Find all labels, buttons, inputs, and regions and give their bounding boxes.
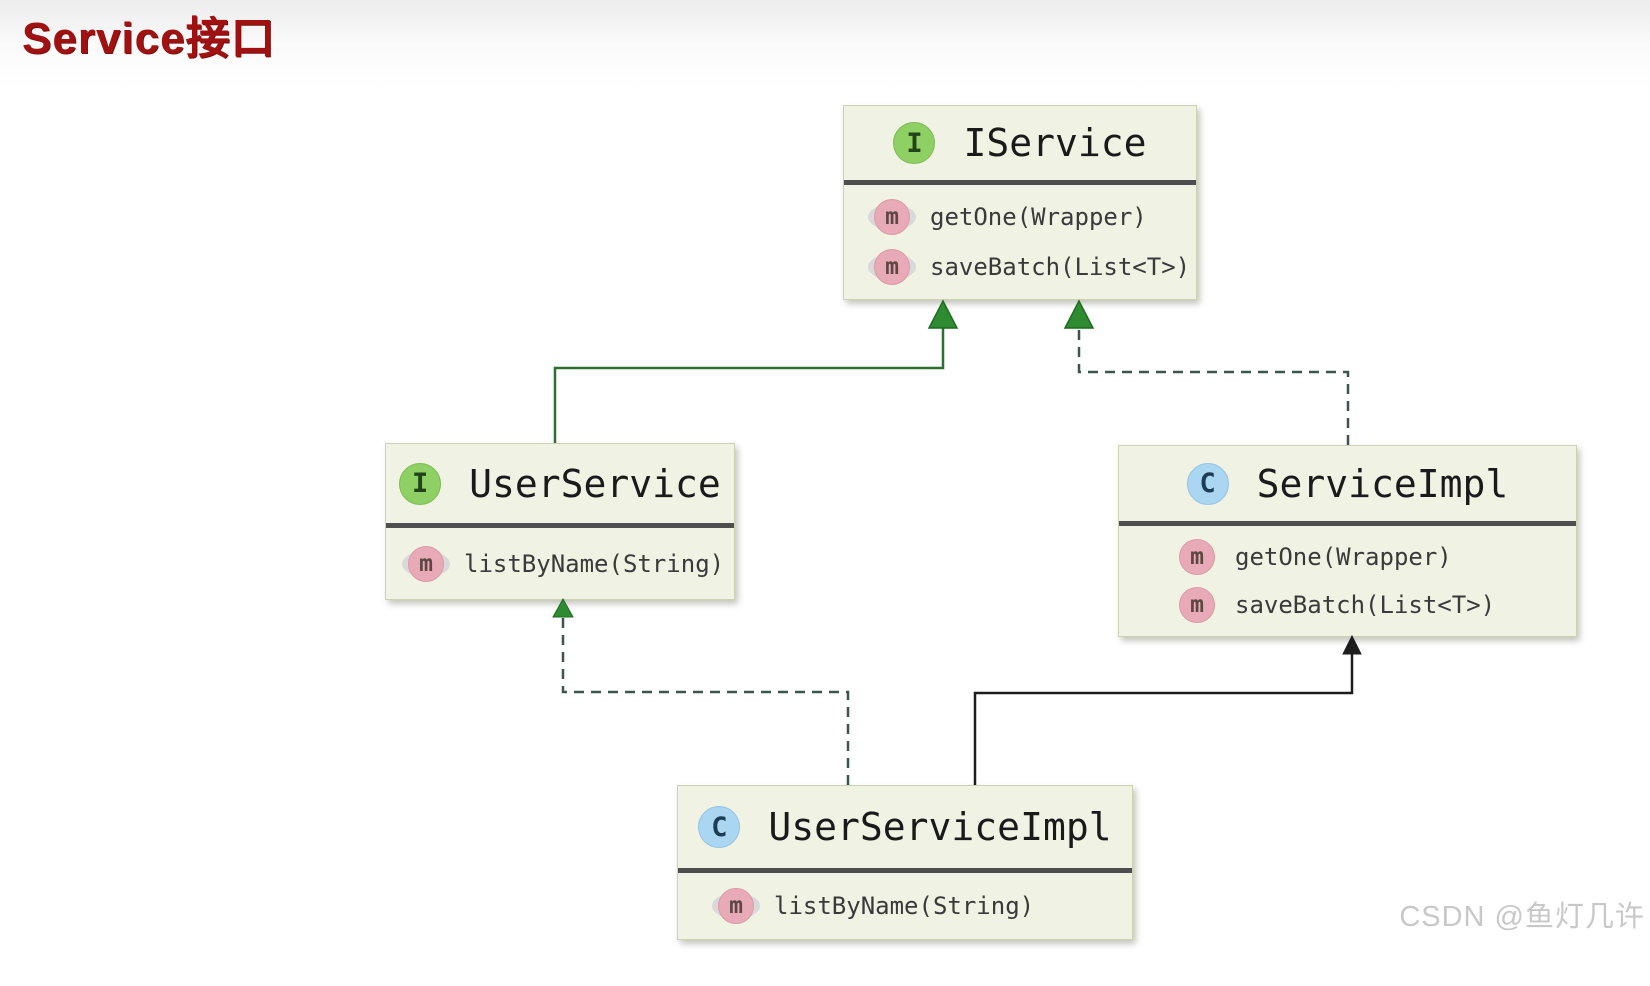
class-name-label: ServiceImpl bbox=[1256, 461, 1509, 506]
header-separator bbox=[1119, 521, 1576, 526]
node-header: I UserService bbox=[386, 444, 734, 523]
method-row: m getOne(Wrapper) bbox=[868, 199, 1196, 235]
class-icon: C bbox=[1186, 462, 1229, 505]
method-row: m listByName(String) bbox=[712, 888, 1132, 924]
method-row: m listByName(String) bbox=[402, 545, 734, 582]
method-visibility-decoration: m bbox=[868, 199, 916, 235]
method-visibility-decoration: m bbox=[712, 888, 760, 924]
method-signature: saveBatch(List<T>) bbox=[1235, 591, 1496, 620]
edge-userserviceimpl-implements-userservice bbox=[552, 597, 850, 785]
extends-arrowhead-icon bbox=[1342, 634, 1362, 655]
watermark: CSDN @鱼灯几许 bbox=[1399, 901, 1645, 933]
node-header: C ServiceImpl bbox=[1119, 446, 1576, 521]
header-separator bbox=[678, 868, 1132, 873]
method-signature: listByName(String) bbox=[774, 892, 1035, 920]
method-icon: m bbox=[1179, 538, 1215, 575]
method-row: m getOne(Wrapper) bbox=[1179, 538, 1576, 575]
method-icon: m bbox=[1179, 587, 1215, 624]
method-visibility-decoration: m bbox=[402, 545, 450, 582]
method-signature: getOne(Wrapper) bbox=[930, 203, 1147, 231]
node-header: I IService bbox=[844, 106, 1196, 180]
method-row: m saveBatch(List<T>) bbox=[1179, 587, 1576, 624]
class-name-label: IService bbox=[963, 121, 1147, 165]
method-list: m listByName(String) bbox=[386, 528, 734, 599]
edge-userservice-extends-iservice bbox=[553, 299, 959, 443]
method-list: m listByName(String) bbox=[678, 873, 1132, 939]
uml-node-userservice[interactable]: I UserService m listByName(String) bbox=[385, 443, 735, 600]
implements-arrowhead-icon bbox=[1063, 299, 1095, 329]
method-icon: m bbox=[718, 888, 754, 924]
method-icon: m bbox=[874, 199, 910, 235]
method-row: m saveBatch(List<T>) bbox=[868, 249, 1196, 285]
uml-node-userserviceimpl[interactable]: C UserServiceImpl m listByName(String) bbox=[677, 785, 1133, 940]
method-list: m getOne(Wrapper) m saveBatch(List<T>) bbox=[1119, 526, 1576, 636]
method-icon: m bbox=[874, 249, 910, 285]
implements-arrowhead-icon bbox=[552, 597, 574, 618]
method-icon: m bbox=[408, 545, 444, 582]
class-icon: C bbox=[698, 806, 741, 848]
uml-node-iservice[interactable]: I IService m getOne(Wrapper) m saveBatch… bbox=[843, 105, 1197, 300]
header-separator bbox=[386, 523, 734, 528]
edge-userserviceimpl-extends-serviceimpl bbox=[973, 634, 1362, 785]
method-list: m getOne(Wrapper) m saveBatch(List<T>) bbox=[844, 185, 1196, 299]
class-name-label: UserService bbox=[469, 461, 721, 506]
uml-node-serviceimpl[interactable]: C ServiceImpl m getOne(Wrapper) m saveBa… bbox=[1118, 445, 1577, 637]
class-name-label: UserServiceImpl bbox=[768, 805, 1112, 849]
method-visibility-decoration: m bbox=[1179, 538, 1215, 575]
node-header: C UserServiceImpl bbox=[678, 786, 1132, 868]
method-signature: saveBatch(List<T>) bbox=[930, 253, 1191, 281]
method-signature: listByName(String) bbox=[464, 549, 725, 578]
method-visibility-decoration: m bbox=[868, 249, 916, 285]
page-title: Service接口 bbox=[22, 14, 276, 63]
extends-arrowhead-icon bbox=[927, 299, 959, 329]
method-visibility-decoration: m bbox=[1179, 587, 1215, 624]
method-signature: getOne(Wrapper) bbox=[1235, 542, 1452, 571]
interface-icon: I bbox=[893, 122, 936, 164]
header-separator bbox=[844, 180, 1196, 185]
interface-icon: I bbox=[399, 462, 442, 505]
edge-serviceimpl-implements-iservice bbox=[1063, 299, 1350, 445]
